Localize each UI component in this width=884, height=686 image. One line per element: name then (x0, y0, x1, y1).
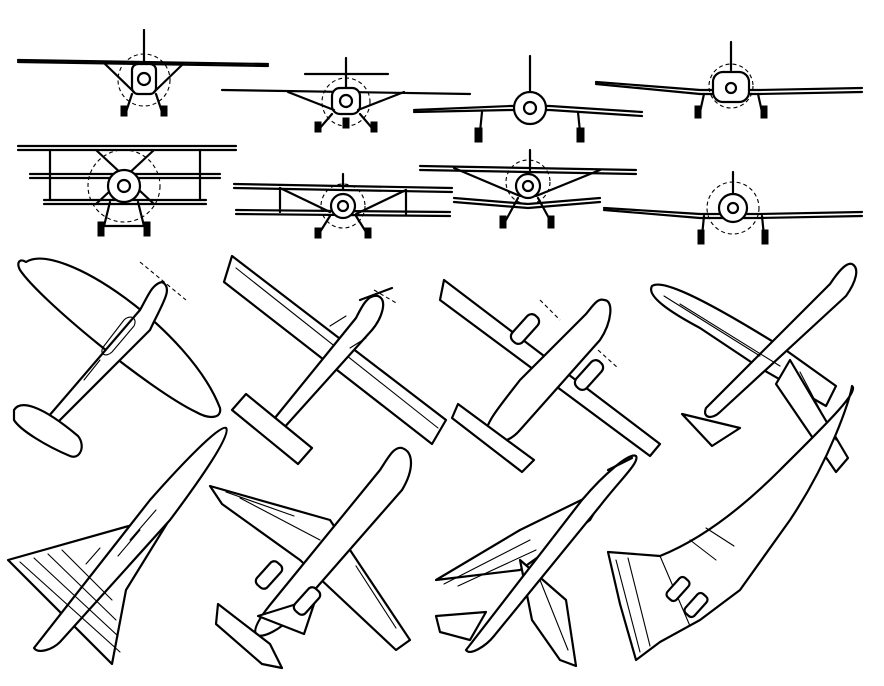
front-view-high-wing-monoplane (16, 28, 270, 117)
plan-view-rear-engine-airliner (208, 446, 413, 670)
plan-view-elliptical-wing-fighter (12, 257, 222, 458)
front-view-parasol-monoplane (220, 56, 472, 133)
front-view-low-wing-cabin (594, 40, 864, 119)
front-view-biplane-small (232, 172, 454, 239)
plan-view-high-wing-turboprop (222, 254, 448, 466)
front-view-low-wing-fighter (602, 170, 864, 245)
front-view-biplane-gull (418, 148, 638, 229)
plan-view-twin-engine-flying-boat (438, 278, 662, 474)
front-view-low-wing-gull (412, 54, 644, 143)
plan-view-ogival-delta-airliner (606, 384, 855, 662)
front-view-triplane (16, 144, 238, 237)
plan-view-delta-wing-fighter (6, 426, 228, 666)
plan-view-swept-wing-jet-fighter (434, 454, 638, 668)
